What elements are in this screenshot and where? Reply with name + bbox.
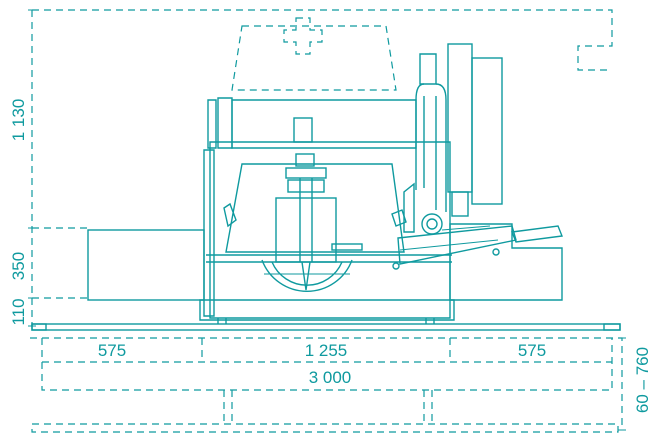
dimension-ticks — [28, 9, 626, 431]
dim-height-1130: 1 130 — [9, 99, 28, 142]
dim-range-60-760: 60 – 760 — [633, 347, 652, 413]
dim-center-1255: 1 255 — [305, 341, 348, 360]
base-plate — [31, 323, 621, 331]
saw-head — [275, 153, 337, 291]
dim-right-575: 575 — [518, 341, 546, 360]
hydraulic-column — [403, 43, 503, 235]
left-infeed-table — [87, 229, 205, 301]
raised-head-outline — [231, 17, 397, 91]
saw-guard — [223, 163, 407, 253]
dim-height-110: 110 — [9, 298, 28, 325]
dim-left-575: 575 — [98, 341, 126, 360]
dim-height-350: 350 — [9, 252, 28, 280]
feed-arm — [392, 225, 563, 270]
right-outfeed-table — [449, 223, 563, 301]
dim-overall-3000: 3 000 — [309, 368, 352, 387]
upper-housing — [207, 97, 417, 149]
